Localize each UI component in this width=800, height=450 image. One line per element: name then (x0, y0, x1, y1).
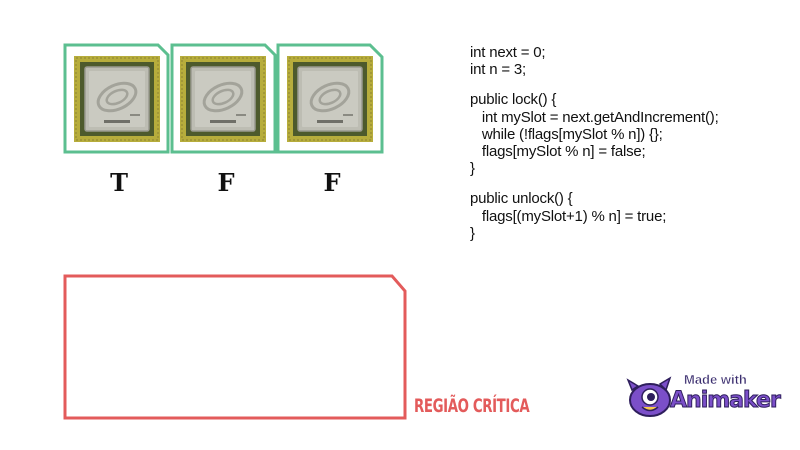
slot-flag-2: F (323, 168, 341, 197)
code-line: int next = 0; (470, 44, 546, 61)
made-with-label: Made with (684, 372, 747, 387)
code-line: flags[(mySlot+1) % n] = true; (470, 207, 667, 225)
slot-frame-1 (170, 43, 277, 154)
animaker-watermark: Made with Animaker (626, 370, 781, 420)
slot-flag-0: T (110, 168, 128, 197)
critical-region-label: REGIÃO CRÍTICA (414, 395, 530, 417)
code-line: public unlock() { (470, 190, 573, 208)
code-line: } (470, 160, 475, 178)
code-listing: int next = 0; int n = 3; public lock() {… (470, 44, 719, 242)
critical-region-box (63, 274, 407, 420)
code-line: public lock() { (470, 91, 557, 109)
code-line: flags[mySlot % n] = false; (470, 142, 646, 160)
cpu-chip-icon (178, 54, 268, 144)
code-line: int n = 3; (470, 61, 526, 79)
code-line: while (!flags[mySlot % n]) {}; (470, 125, 663, 143)
cpu-chip-icon (72, 54, 162, 144)
slot-frame-2 (276, 43, 384, 154)
slot-frame-0 (63, 43, 170, 154)
animaker-mascot-icon (626, 376, 672, 417)
code-line: } (470, 224, 475, 242)
code-line: int mySlot = next.getAndIncrement(); (470, 108, 719, 126)
slot-flag-1: F (217, 168, 235, 197)
animaker-brand: Animaker (670, 388, 782, 414)
cpu-chip-icon (285, 54, 375, 144)
